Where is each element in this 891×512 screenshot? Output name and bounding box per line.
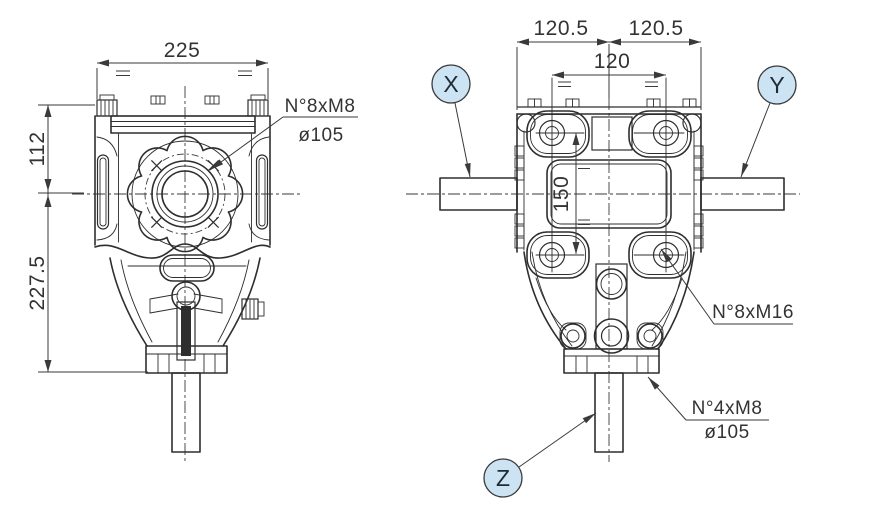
front-output-shaft xyxy=(171,372,201,453)
dim-half-right-label: 120.5 xyxy=(628,17,683,40)
front-corner-bolt-right xyxy=(247,94,269,117)
side-view-housing xyxy=(439,98,785,453)
front-rib-wings xyxy=(149,293,223,314)
balloon-z-label: Z xyxy=(496,465,510,491)
dim-half-left-label: 120.5 xyxy=(533,17,588,40)
front-bolt-callout-line2: ø105 xyxy=(298,125,343,146)
balloon-z xyxy=(483,458,523,498)
front-bolt-cross-marks xyxy=(151,160,219,228)
front-bolt-circle xyxy=(144,153,226,235)
balloon-x-label: X xyxy=(443,71,458,97)
front-view-housing xyxy=(94,94,271,453)
front-bore xyxy=(151,160,219,228)
side-shaft-x xyxy=(439,177,518,211)
side-top-tabs xyxy=(527,98,697,108)
front-flange-flower xyxy=(126,135,244,253)
side-rear-bolts-callout: N°8xM16 xyxy=(712,302,794,323)
front-corner-bolt-left xyxy=(96,94,118,117)
side-wall-ribs xyxy=(514,145,704,249)
balloon-x xyxy=(431,64,471,104)
side-view-dimensions: 120.5 120.5 120 150 N°8xM16 N°4xM8 ø105 xyxy=(516,17,794,443)
side-name-plate xyxy=(591,116,633,151)
equality-marks-side xyxy=(558,81,658,225)
side-bottom-callout-line2: ø105 xyxy=(704,422,749,443)
side-shaft-y xyxy=(700,177,785,211)
dim-upper-height-label: 112 xyxy=(26,132,49,167)
side-cover-plate xyxy=(546,159,672,229)
dim-bolt-height-label: 150 xyxy=(550,176,573,213)
side-center-column xyxy=(595,263,628,350)
front-side-slot-left xyxy=(96,154,110,230)
front-top-tabs xyxy=(150,95,220,105)
equality-marks-front xyxy=(116,70,252,76)
front-view-dimensions: 225 112 227.5 N°8xM8 ø105 xyxy=(26,39,358,373)
front-view-centerlines xyxy=(72,86,300,462)
side-output-shaft-z xyxy=(594,372,624,453)
front-side-slot-right xyxy=(255,154,269,230)
front-drain-plug xyxy=(241,298,265,320)
balloon-y xyxy=(757,65,797,105)
front-bolt-callout-line1: N°8xM8 xyxy=(285,96,356,117)
balloon-y-label: Y xyxy=(769,72,784,98)
dim-width-label: 225 xyxy=(164,39,201,62)
dim-lower-height-label: 227.5 xyxy=(26,255,49,310)
front-oil-port xyxy=(159,254,215,282)
front-key-slot xyxy=(176,301,196,361)
side-bottom-callout-line1: N°4xM8 xyxy=(692,398,763,419)
dim-bolt-span-label: 120 xyxy=(594,50,631,73)
shaft-balloons: X Y Z xyxy=(431,64,797,498)
